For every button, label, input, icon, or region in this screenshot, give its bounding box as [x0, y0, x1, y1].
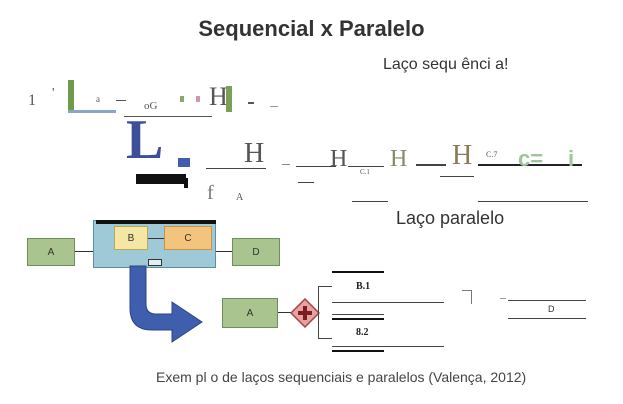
- parallel-task-d-label: D: [548, 304, 555, 314]
- scan-mark: [68, 80, 74, 110]
- task-b-box[interactable]: B: [114, 226, 148, 250]
- transform-arrow-icon: [129, 265, 203, 343]
- scan-mark: [136, 174, 186, 184]
- scan-text: H: [452, 140, 473, 171]
- scan-text: H: [209, 82, 228, 111]
- scan-text: a: [96, 94, 100, 104]
- scan-text: C.1: [360, 168, 370, 176]
- scan-text: 1: [28, 92, 36, 109]
- scan-line: [298, 182, 314, 183]
- flow-arrow: [75, 251, 93, 252]
- scan-mark: [68, 110, 116, 113]
- branch-1-line: [332, 302, 444, 303]
- scan-line: [416, 164, 446, 166]
- scan-mark: [178, 158, 190, 167]
- scan-text: C.7: [486, 150, 498, 159]
- scan-line: [440, 176, 474, 177]
- branch-1-label: B.1: [356, 281, 371, 292]
- scan-line: [124, 116, 178, 117]
- task-d-top-line: [508, 300, 586, 301]
- loop-marker-icon: [148, 259, 162, 266]
- scan-mark: [248, 102, 254, 104]
- scan-mark: [196, 96, 200, 102]
- scan-line: [352, 201, 388, 202]
- flow-arrow: [216, 251, 232, 252]
- scan-mark: [270, 106, 278, 107]
- container-top-bar: [96, 220, 216, 224]
- parallel-gateway-icon: [290, 298, 320, 328]
- page-title: Sequencial x Paralelo: [198, 16, 425, 41]
- scan-mark: [180, 96, 184, 102]
- scan-mark: [184, 178, 188, 188]
- parallel-task-a-box[interactable]: A: [222, 298, 278, 328]
- branch-2-top-line: [332, 318, 384, 320]
- scan-line: [348, 166, 384, 167]
- branch-connector: [318, 286, 332, 287]
- join-gateway-fragment: [462, 290, 472, 304]
- scan-line: [160, 116, 212, 117]
- caption: Exem pl o de laços sequenciais e paralel…: [156, 369, 527, 385]
- scan-line: [478, 201, 588, 202]
- branch-2-line: [332, 346, 444, 347]
- scan-line: [206, 168, 266, 169]
- task-d-bottom-line: [508, 318, 586, 319]
- flow-arrow: [278, 312, 292, 313]
- scan-mark: [282, 164, 290, 165]
- scan-text: A: [236, 192, 244, 203]
- subtitle-parallel: Laço paralelo: [396, 208, 505, 228]
- scan-mark: [226, 86, 232, 112]
- scan-line: [478, 164, 582, 166]
- scan-text: oG: [144, 100, 158, 112]
- task-a-box[interactable]: A: [27, 238, 75, 266]
- scan-text: H: [330, 146, 348, 172]
- branch-2-label: 8.2: [356, 327, 369, 338]
- branch-1-bottom-line: [332, 314, 384, 315]
- flow-arrow: [500, 298, 506, 299]
- flow-arrow: [148, 238, 164, 239]
- branch-connector: [318, 338, 332, 339]
- scan-text: i: [568, 146, 575, 171]
- scan-text: L: [126, 109, 164, 171]
- branch-connector: [318, 286, 319, 338]
- scan-text: H: [390, 146, 408, 172]
- branch-1-top-line: [332, 271, 384, 273]
- scan-mark: [116, 100, 126, 101]
- scan-text: f: [207, 182, 214, 204]
- task-c-box[interactable]: C: [164, 226, 212, 250]
- subtitle-sequential: Laço sequ ênci a!: [383, 56, 509, 73]
- scan-line: [296, 166, 336, 167]
- scan-text: c=: [518, 146, 544, 171]
- branch-2-bottom-line: [332, 350, 384, 352]
- scan-text: ': [52, 86, 55, 101]
- scan-text: H: [244, 138, 265, 169]
- task-d-box[interactable]: D: [232, 238, 280, 266]
